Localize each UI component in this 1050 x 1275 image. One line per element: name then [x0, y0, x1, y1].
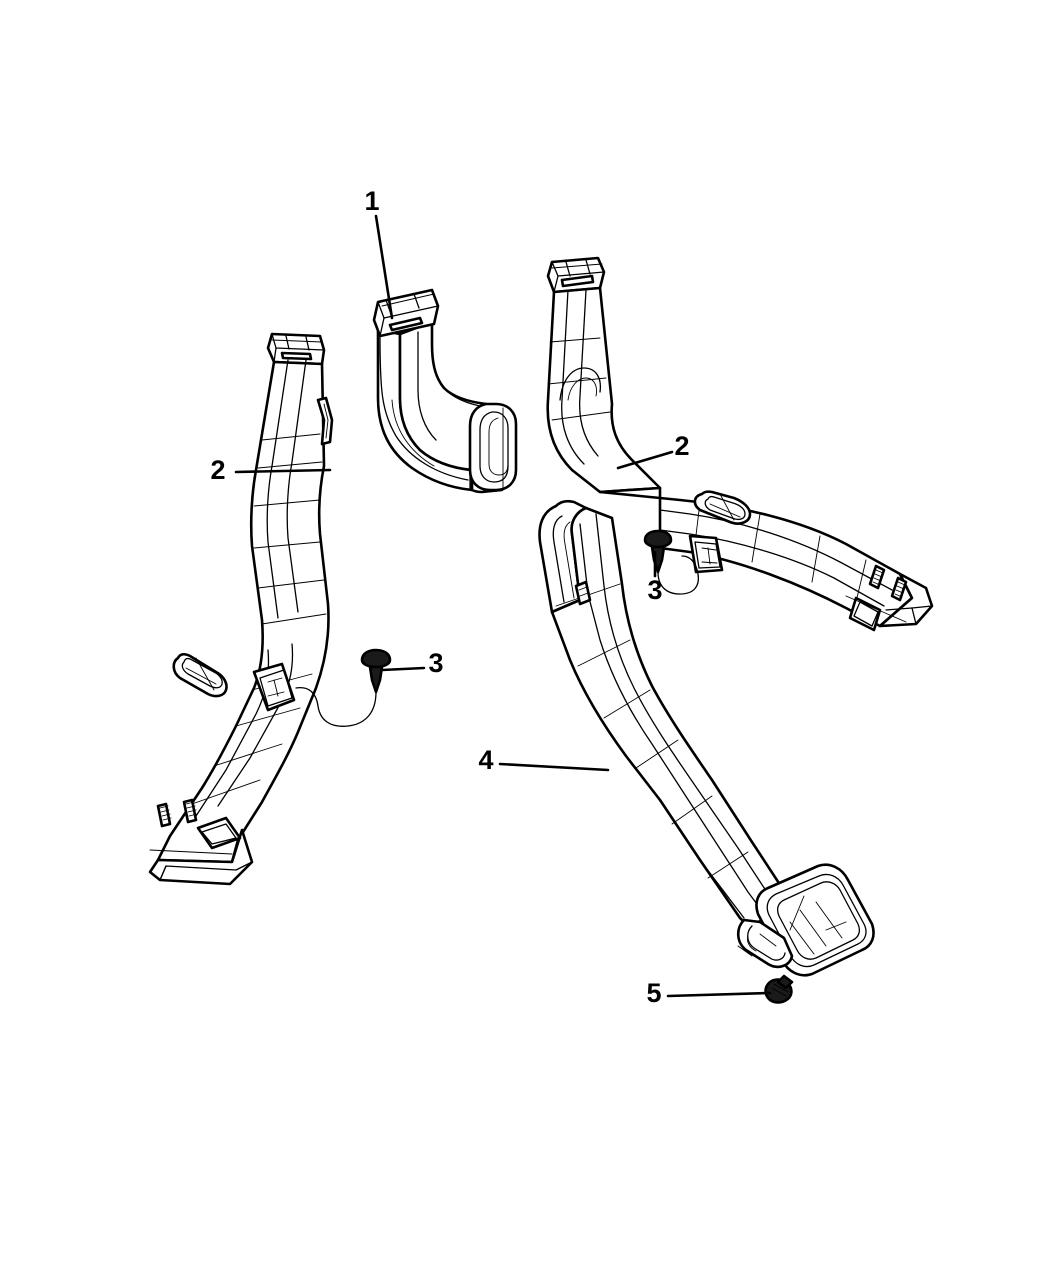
- left-duct-mounting-flange: [148, 798, 254, 886]
- part-left-floor-duct[interactable]: [148, 332, 334, 886]
- callout-leaders: [234, 214, 772, 998]
- left-duct-inlet-collar: [266, 332, 326, 366]
- right-duct-clip-tab: [688, 534, 724, 574]
- right-duct-access-hole: [693, 490, 752, 525]
- leader-3-left: [380, 666, 426, 672]
- center-duct-outlet: [468, 402, 518, 492]
- right-duct-inlet-collar: [546, 256, 606, 294]
- left-duct-clip-tab: [252, 662, 296, 712]
- callout-2-right[interactable]: 2: [674, 431, 689, 461]
- callout-3-left[interactable]: 3: [428, 648, 443, 678]
- callout-3-right[interactable]: 3: [647, 575, 662, 605]
- part-push-pin-retainer-left[interactable]: [295, 648, 392, 727]
- rear-duct-outlet-bezel: [736, 863, 875, 977]
- callout-2-left[interactable]: 2: [210, 455, 225, 485]
- callout-5[interactable]: 5: [646, 978, 661, 1008]
- leader-2-left: [234, 468, 332, 474]
- part-right-floor-duct[interactable]: [546, 256, 934, 632]
- left-duct-access-hole: [172, 652, 228, 698]
- callout-4[interactable]: 4: [478, 745, 493, 775]
- part-screw-fastener[interactable]: [764, 974, 794, 1004]
- leader-1: [374, 214, 394, 320]
- part-center-floor-duct[interactable]: [372, 288, 518, 494]
- leader-4: [498, 762, 610, 772]
- part-rear-floor-duct[interactable]: [538, 499, 875, 977]
- leader-2-right: [616, 450, 674, 470]
- right-duct-mounting-flange: [845, 564, 934, 632]
- leader-5: [666, 991, 772, 998]
- callout-numbers: 1 2 2 3 3 4 5: [210, 186, 689, 1008]
- callout-1[interactable]: 1: [364, 186, 379, 216]
